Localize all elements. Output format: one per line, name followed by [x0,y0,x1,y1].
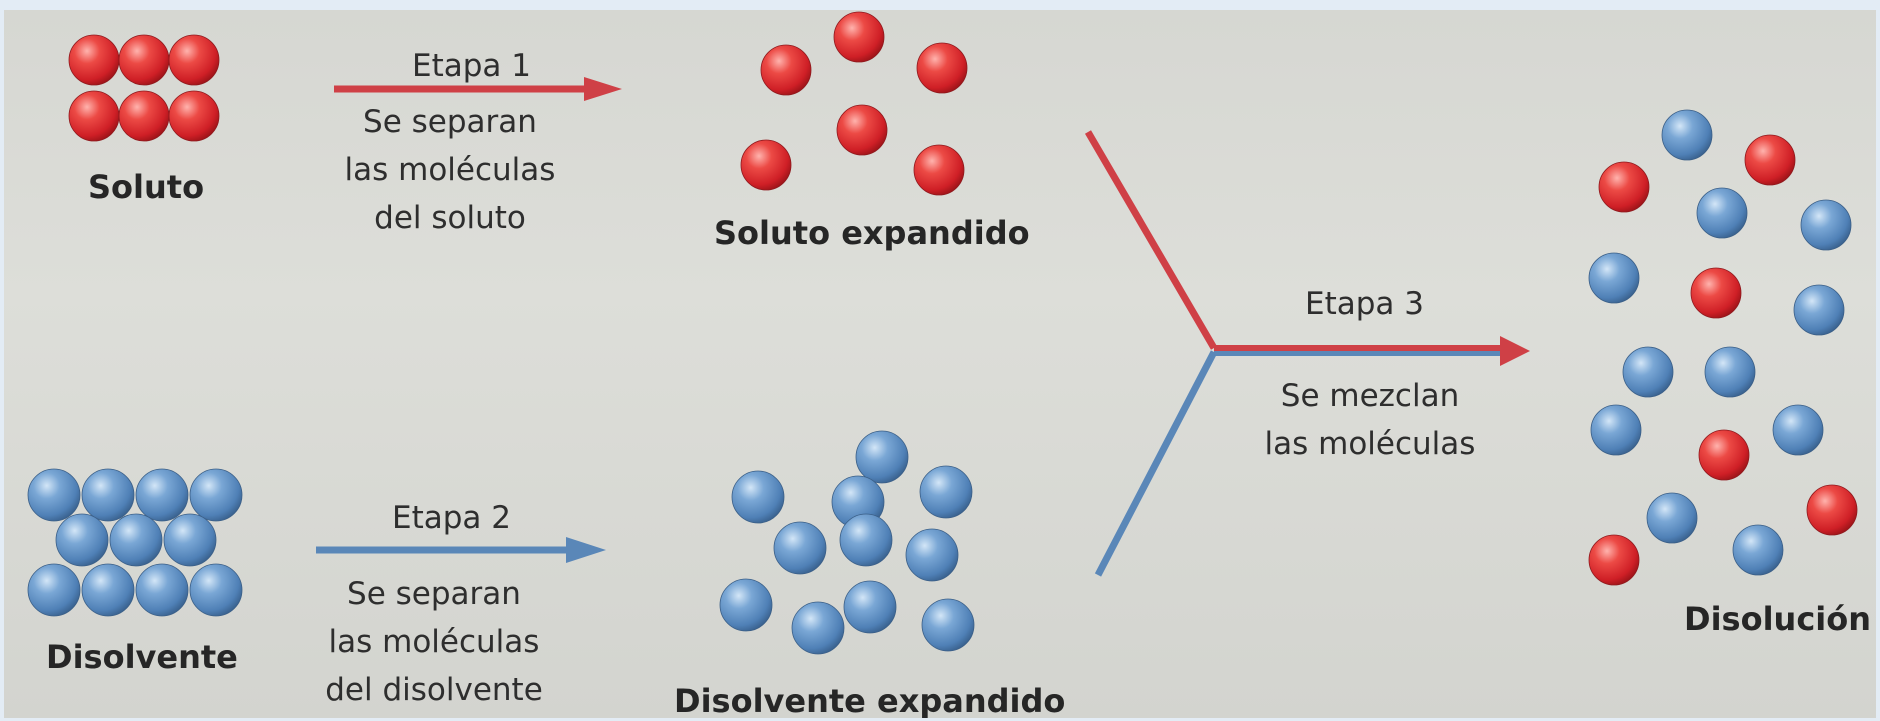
solvent-expanded-molecule [905,528,959,582]
solution-solvent-molecule [1622,346,1674,398]
stage-1-description: Se separan las moléculas del soluto [330,98,570,242]
stage-2-arrow-head [566,537,606,563]
stage-3-title: Etapa 3 [1305,286,1424,322]
stage-3-line-2: las moléculas [1264,426,1476,462]
stage-1-line-3: del soluto [374,200,526,236]
solution-solvent-molecule [1588,252,1640,304]
solution-solute-molecule [1690,267,1742,319]
solvent-molecule [189,563,243,617]
solution-solvent-molecule [1646,492,1698,544]
solvent-expanded-molecule [921,598,975,652]
dissolution-process-diagram: Etapa 1 Se separan las moléculas del sol… [4,10,1876,718]
solvent-label: Disolvente [46,638,238,676]
stage-1-title: Etapa 1 [412,48,531,84]
solute-molecule [168,90,220,142]
solvent-molecule [27,563,81,617]
solute-molecule [118,34,170,86]
solvent-merge-line [1094,350,1218,577]
molecules-layer [27,11,1858,655]
solvent-expanded-molecule [773,521,827,575]
solution-solvent-molecule [1793,284,1845,336]
solute-molecule [68,90,120,142]
solute-expanded-molecule [836,104,888,156]
solvent-expanded-molecule [843,580,897,634]
solvent-molecule [135,563,189,617]
diagram-canvas [27,11,1858,655]
solution-label: Disolución [1684,600,1872,638]
solute-molecule [68,34,120,86]
solvent-molecule [135,468,189,522]
solute-expanded-molecule [760,44,812,96]
solvent-expanded-molecule [839,513,893,567]
stage-1-line-1: Se separan [363,104,537,140]
solute-expanded-molecule [916,42,968,94]
solution-solvent-molecule [1696,187,1748,239]
solute-merge-line [1084,130,1218,350]
solvent-expanded-molecule [791,601,845,655]
stage-1-arrow-head [584,77,622,101]
solvent-expanded-molecule [855,430,909,484]
solute-expanded-molecule [740,139,792,191]
solution-solvent-molecule [1661,109,1713,161]
arrows-layer [316,77,1530,577]
solution-solvent-molecule [1590,404,1642,456]
stage-3-arrow-head [1500,336,1530,366]
stage-2-line-2: las moléculas [328,624,540,660]
solute-molecule [118,90,170,142]
solution-solute-molecule [1698,429,1750,481]
solute-expanded-label: Soluto expandido [714,214,1030,252]
stage-2-description: Se separan las moléculas del disolvente [304,570,564,714]
stage-1-line-2: las moléculas [344,152,556,188]
solvent-expanded-molecule [719,578,773,632]
solution-solvent-molecule [1772,404,1824,456]
solution-solvent-molecule [1800,199,1852,251]
solute-molecule [168,34,220,86]
solution-solute-molecule [1588,534,1640,586]
solvent-molecule [27,468,81,522]
stage-2-line-3: del disolvente [325,672,543,708]
solvent-molecule [81,468,135,522]
solvent-molecule [109,513,163,567]
solvent-expanded-label: Disolvente expandido [674,682,1066,718]
solution-solute-molecule [1598,161,1650,213]
solute-expanded-molecule [833,11,885,63]
solution-solvent-molecule [1732,524,1784,576]
stage-3-line-1: Se mezclan [1280,378,1460,414]
solute-expanded-molecule [913,144,965,196]
solvent-expanded-molecule [731,470,785,524]
solvent-molecule [163,513,217,567]
solute-label: Soluto [88,168,205,206]
solution-solvent-molecule [1704,346,1756,398]
solvent-expanded-molecule [919,465,973,519]
solvent-molecule [81,563,135,617]
stage-2-line-1: Se separan [347,576,521,612]
solution-solute-molecule [1806,484,1858,536]
stage-3-description: Se mezclan las moléculas [1250,372,1490,468]
stage-2-title: Etapa 2 [392,500,511,536]
solution-solute-molecule [1744,134,1796,186]
solvent-molecule [189,468,243,522]
solvent-molecule [55,513,109,567]
